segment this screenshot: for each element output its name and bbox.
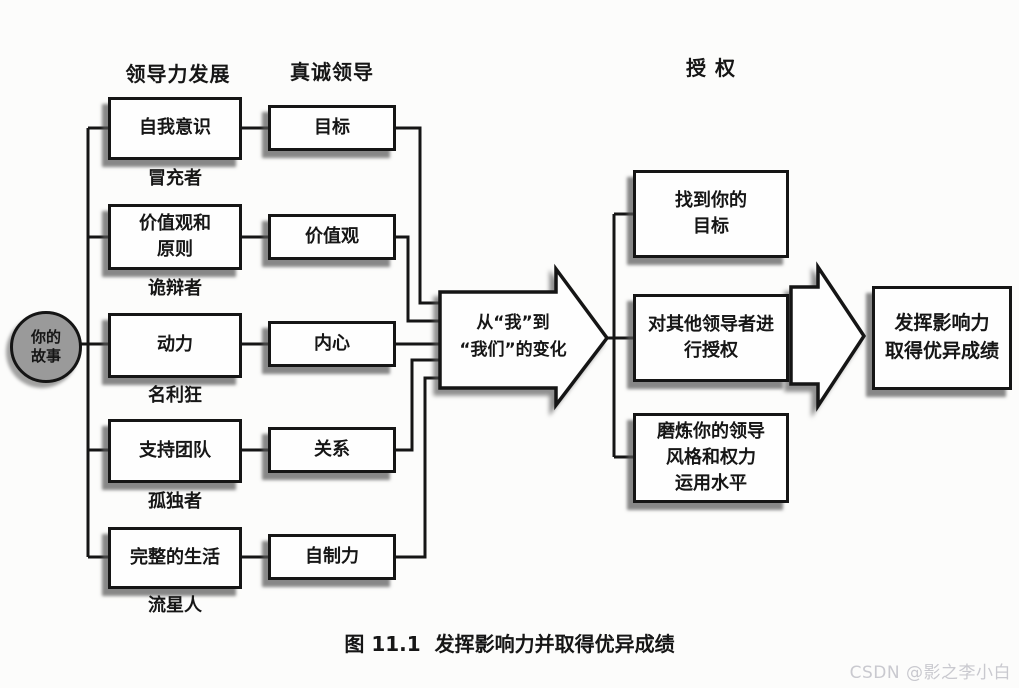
box-values-text: 价值观 [305,225,359,247]
box-values-principles-text: 价值观和 原则 [139,212,211,260]
route-selfcontrol [396,376,440,559]
route-relationship [396,358,440,452]
box-motivation: 动力 [108,313,242,378]
box-find-your-goal-text: 找到你的 目标 [675,189,747,237]
box-integrated-life-text: 完整的生活 [130,546,220,568]
route-goal [396,126,440,305]
box-self-discipline-text: 自制力 [305,545,359,567]
box-relationships: 关系 [268,427,396,473]
box-result: 发挥影响力 取得优异成绩 [872,286,1012,390]
box-goal: 目标 [268,105,396,151]
label-imposter: 冒充者 [148,168,202,189]
header-empowerment: 授 权 [686,56,736,80]
box-self-awareness: 自我意识 [108,97,242,160]
box-relationships-text: 关系 [314,438,350,460]
box-heart: 内心 [268,321,396,367]
your-story-circle: 你的 故事 [10,311,82,383]
box-result-text: 发挥影响力 取得优异成绩 [884,312,999,362]
label-loner: 孤独者 [148,491,202,512]
box-find-your-goal: 找到你的 目标 [633,170,789,258]
header-authentic-leadership: 真诚领导 [290,60,374,84]
box-self-awareness-text: 自我意识 [139,117,211,139]
box-empower-other-leaders-text: 对其他领导者进 行授权 [648,313,774,361]
box-values-principles: 价值观和 原则 [108,204,242,270]
box-hone-leadership-style-text: 磨炼你的领导 风格和权力 运用水平 [657,420,765,495]
watermark-text: CSDN @影之李小白 [849,663,1011,683]
box-empower-other-leaders: 对其他领导者进 行授权 [633,294,789,382]
header-leadership-development: 领导力发展 [125,62,231,86]
right-row-stubs [614,212,633,459]
figure-caption: 图 11.1 发挥影响力并取得优异成绩 [344,632,675,656]
transition-arrow-text: 从“我”到 “我们”的变化 [459,313,567,360]
left-row-stubs [88,126,108,559]
box-heart-text: 内心 [314,332,350,354]
box-values: 价值观 [268,214,396,260]
result-arrow-shape [789,261,867,412]
your-story-text: 你的 故事 [30,327,61,366]
row-connectors [242,126,268,559]
label-shooting-star: 流星人 [148,595,202,616]
transition-arrow-shape [438,263,610,411]
box-motivation-text: 动力 [157,334,193,356]
box-integrated-life: 完整的生活 [108,527,242,589]
label-rationalizer: 诡辩者 [148,278,202,299]
box-support-team-text: 支持团队 [139,439,211,461]
route-values [396,235,440,323]
box-self-discipline: 自制力 [268,534,396,580]
box-hone-leadership-style: 磨炼你的领导 风格和权力 运用水平 [633,413,789,503]
box-support-team: 支持团队 [108,419,242,483]
label-glory-seeker: 名利狂 [148,385,202,406]
box-goal-text: 目标 [314,116,350,138]
